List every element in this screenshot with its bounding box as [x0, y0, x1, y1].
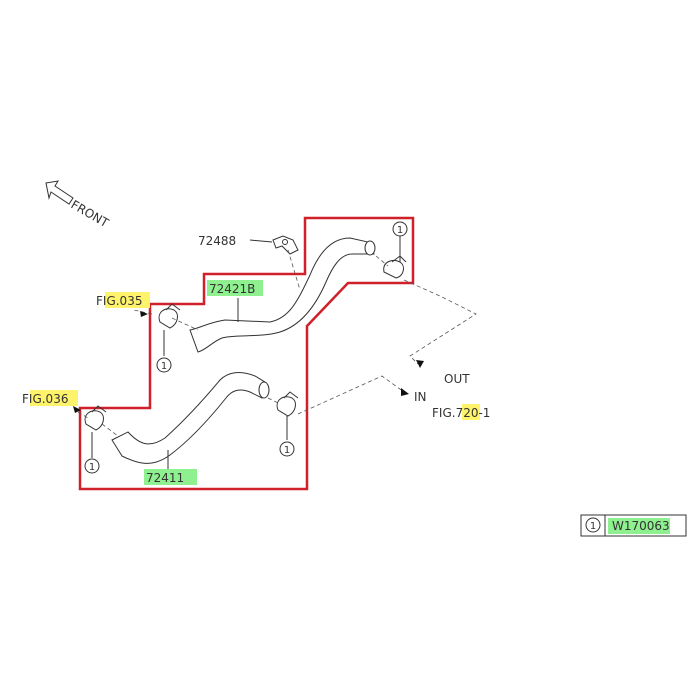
legend-code: W170063	[612, 519, 670, 533]
clip-72488	[272, 235, 299, 255]
front-label: FRONT	[69, 197, 112, 230]
clamp-lower-right	[276, 391, 299, 417]
fig035-highlight	[105, 292, 150, 308]
callout-1-upper-left: 1	[156, 357, 172, 373]
front-arrow-icon	[45, 180, 74, 205]
callout-1-lower-right: 1	[279, 441, 295, 457]
part-72411-label: 72411	[146, 471, 184, 485]
part-72411-highlight	[144, 469, 197, 485]
arrow-out-icon	[416, 360, 424, 368]
fig035-label: FIG.035	[96, 294, 142, 308]
svg-text:1: 1	[161, 361, 167, 372]
legend-code-highlight	[608, 518, 670, 534]
arrow-in-icon	[401, 388, 409, 396]
legend-callout: 1	[590, 521, 596, 532]
fig720-highlight	[462, 404, 480, 420]
fig720-label: FIG.720-1	[432, 406, 490, 420]
out-label: OUT	[444, 372, 470, 386]
part-72421b-highlight	[207, 280, 263, 296]
part-72488-label: 72488	[198, 234, 236, 248]
in-label: IN	[414, 390, 427, 404]
clamp-upper-left	[158, 303, 181, 329]
svg-text:1: 1	[89, 462, 95, 473]
clamp-lower-left	[84, 405, 107, 431]
part-72421b-label: 72421B	[209, 282, 255, 296]
arrow-fig036-icon	[73, 406, 81, 413]
svg-text:1: 1	[284, 445, 290, 456]
hose-72411	[111, 372, 270, 464]
callout-1-lower-left: 1	[84, 458, 100, 474]
fig036-label: FIG.036	[22, 392, 68, 406]
svg-text:1: 1	[397, 225, 403, 236]
arrow-fig035-icon	[140, 311, 148, 317]
fig036-highlight	[30, 390, 78, 406]
hose-72421b	[189, 237, 376, 353]
highlight-outline	[78, 216, 415, 491]
legend-box: 1 W170063	[580, 514, 687, 537]
clamp-upper-right	[383, 255, 407, 279]
callout-1-upper-right: 1	[392, 221, 408, 237]
